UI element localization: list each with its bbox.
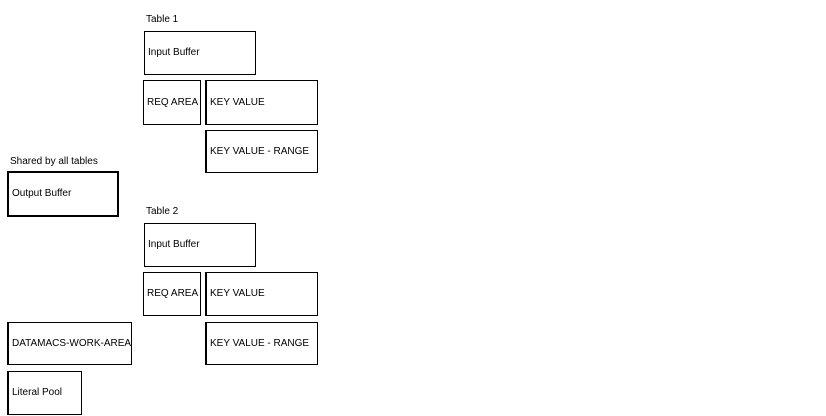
table1-key-value-range-box: KEY VALUE - RANGE: [205, 130, 318, 173]
datamacs-work-area-box: DATAMACS-WORK-AREA: [7, 322, 132, 365]
table2-group-label: Table 2: [146, 206, 179, 217]
table1-group-label: Table 1: [146, 14, 179, 25]
table1-req-area-label: REQ AREA: [147, 96, 199, 108]
datamacs-work-area-label: DATAMACS-WORK-AREA: [12, 337, 132, 349]
table2-key-value-label: KEY VALUE: [210, 288, 265, 299]
table1-input-buffer-label: Input Buffer: [148, 47, 200, 58]
table1-req-area-box: REQ AREA: [143, 80, 201, 125]
table2-key-value-range-box: KEY VALUE - RANGE: [205, 322, 318, 365]
shared-by-all-tables-label: Shared by all tables: [10, 156, 98, 167]
table1-key-value-box: KEY VALUE: [205, 80, 318, 125]
output-buffer-box: Output Buffer: [7, 171, 119, 217]
table2-req-area-box: REQ AREA: [143, 272, 201, 316]
table2-key-value-box: KEY VALUE: [205, 272, 318, 316]
table2-input-buffer-label: Input Buffer: [148, 239, 200, 250]
table1-key-value-range-label: KEY VALUE - RANGE: [210, 145, 310, 157]
literal-pool-box: Literal Pool: [7, 371, 82, 415]
table2-key-value-range-label: KEY VALUE - RANGE: [210, 337, 310, 349]
table1-key-value-label: KEY VALUE: [210, 96, 265, 108]
output-buffer-label: Output Buffer: [12, 188, 72, 199]
literal-pool-label: Literal Pool: [12, 387, 63, 398]
table2-req-area-label: REQ AREA: [147, 288, 199, 299]
table1-input-buffer-box: Input Buffer: [144, 31, 256, 75]
table2-input-buffer-box: Input Buffer: [144, 223, 256, 267]
